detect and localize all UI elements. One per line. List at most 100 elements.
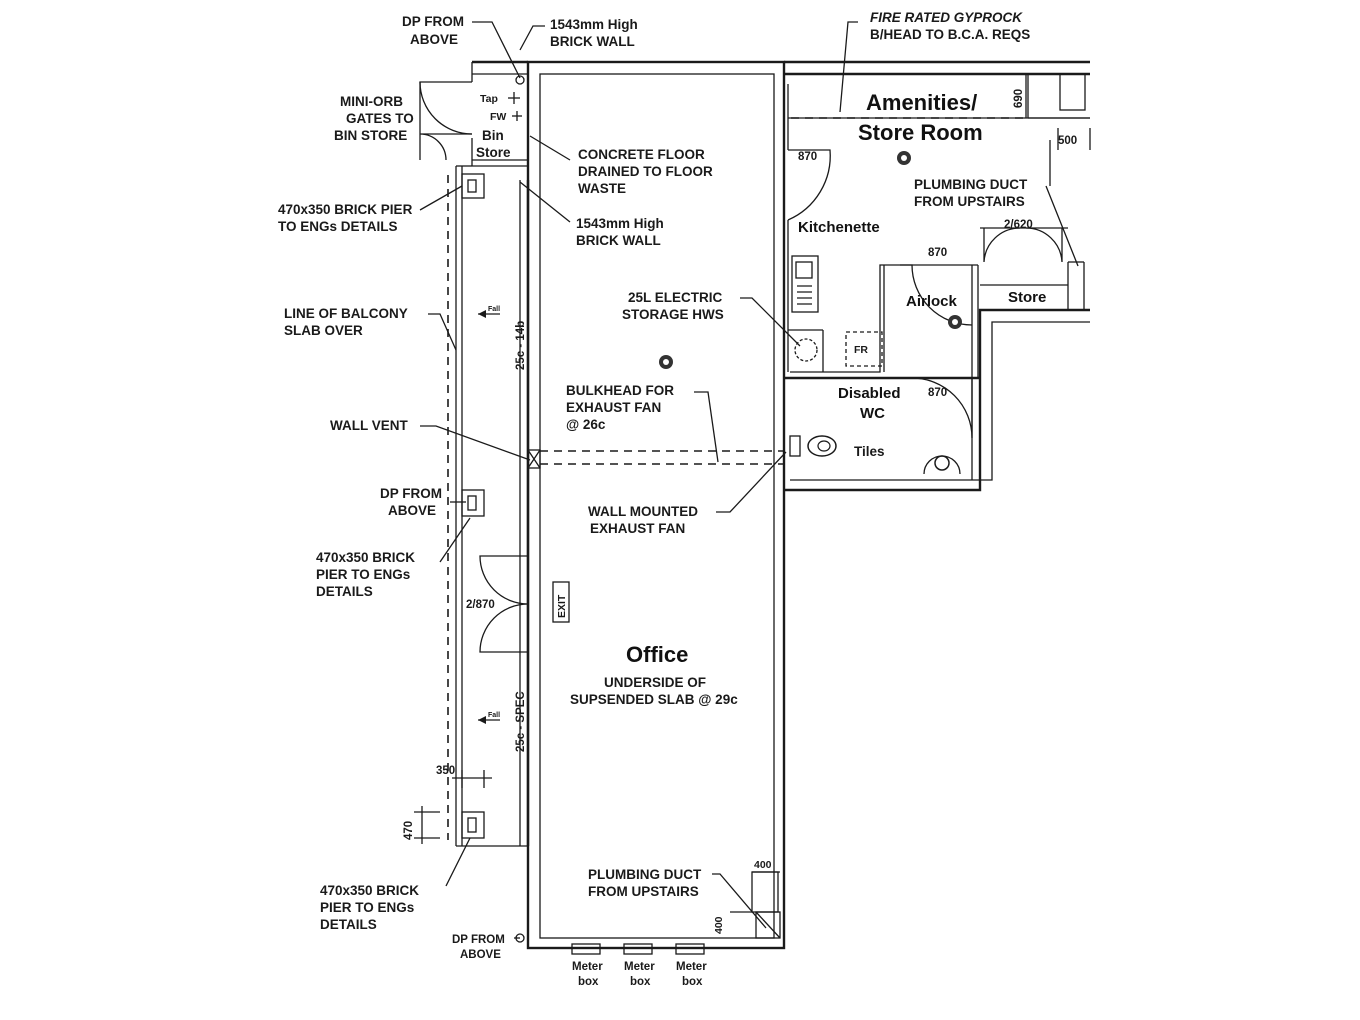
fr-label: FR — [854, 344, 868, 356]
dim-870-store: 870 — [798, 151, 817, 163]
fw-icon — [512, 111, 522, 121]
dim-870-airlock: 870 — [928, 247, 947, 259]
dim-2-620: 2/620 — [1004, 219, 1033, 231]
tap-icon — [508, 92, 520, 104]
brick-pier-mid — [461, 489, 485, 517]
note-dp-bottom-2: ABOVE — [460, 949, 501, 961]
dim-870-wc: 870 — [928, 387, 947, 399]
meter-box-labels: Meter box Meter box Meter box — [572, 961, 707, 988]
note-fire-rated-2: B/HEAD TO B.C.A. REQS — [870, 27, 1030, 42]
amenities-label: Amenities/ — [866, 90, 977, 115]
fw-label: FW — [490, 111, 506, 123]
note-wall-vent: WALL VENT — [330, 418, 409, 433]
bin-store-walls — [471, 60, 528, 167]
plumbing-duct-lower — [751, 871, 781, 939]
meter-box-3-line1: Meter — [676, 961, 707, 973]
note-concrete-3: WASTE — [578, 181, 626, 196]
note-hws-2: STORAGE HWS — [622, 307, 724, 322]
bin-store-label-2: Store — [476, 145, 511, 160]
airlock-label: Airlock — [906, 293, 958, 310]
note-mini-orb-3: BIN STORE — [334, 128, 407, 143]
dim-400-top: 400 — [754, 859, 772, 871]
door-2-870-office — [479, 555, 529, 653]
note-concrete-1: CONCRETE FLOOR — [578, 147, 705, 162]
note-dp-mid-2: ABOVE — [388, 503, 436, 518]
dim-690: 690 — [1013, 89, 1025, 108]
fall-arrow-upper — [478, 310, 500, 318]
door-870-wc — [911, 377, 973, 439]
mini-orb-gates — [419, 81, 473, 161]
note-exhaust-2: EXHAUST FAN — [590, 521, 685, 536]
note-pier2-2: PIER TO ENGs — [316, 567, 410, 582]
note-brick-wall-mid-2: BRICK WALL — [576, 233, 661, 248]
note-brick-wall-mid-1: 1543mm High — [576, 216, 664, 231]
note-pier3-1: 470x350 BRICK — [320, 883, 419, 898]
dim-500: 500 — [1058, 135, 1077, 147]
note-bulkhead-3: @ 26c — [566, 417, 606, 432]
note-plumbing-upper-1: PLUMBING DUCT — [914, 177, 1028, 192]
exit-sign — [552, 581, 570, 623]
tiles-label: Tiles — [854, 444, 885, 459]
store-label: Store — [1008, 289, 1046, 306]
note-underside-1: UNDERSIDE OF — [604, 675, 706, 690]
amenities-walls — [784, 60, 1090, 492]
door-870-amenities — [787, 149, 831, 221]
meter-box-row — [571, 943, 705, 955]
sink — [791, 255, 819, 313]
note-bulkhead-2: EXHAUST FAN — [566, 400, 661, 415]
note-pier2-1: 470x350 BRICK — [316, 550, 415, 565]
dimension-lines — [414, 74, 1091, 913]
door-2-620-store — [983, 227, 1063, 263]
meter-box-2-line1: Meter — [624, 961, 655, 973]
note-pier1-2: TO ENGs DETAILS — [278, 219, 398, 234]
brick-pier-bottom — [461, 811, 485, 839]
meter-box-2-line2: box — [630, 976, 651, 988]
disabled-wc-label-2: WC — [860, 405, 885, 422]
note-mini-orb-1: MINI-ORB — [340, 94, 403, 109]
brick-pier-top — [461, 173, 485, 199]
basin-icon — [923, 455, 961, 475]
wall-vent-icon — [527, 449, 541, 469]
note-plumbing-lower-2: FROM UPSTAIRS — [588, 884, 699, 899]
meter-box-3-line2: box — [682, 976, 703, 988]
note-mini-orb-2: GATES TO — [346, 111, 414, 126]
room-labels: Amenities/ Store Room Kitchenette Airloc… — [476, 90, 1046, 667]
kitchenette-label: Kitchenette — [798, 219, 880, 236]
fall-arrow-lower — [478, 716, 500, 724]
note-dp-mid-1: DP FROM — [380, 486, 442, 501]
note-bulkhead-1: BULKHEAD FOR — [566, 383, 674, 398]
floor-waste-icon — [659, 151, 962, 369]
dim-470: 470 — [403, 821, 415, 840]
bin-store-label-1: Bin — [482, 128, 504, 143]
note-brick-wall-top-2: BRICK WALL — [550, 34, 635, 49]
note-brick-wall-top-1: 1543mm High — [550, 17, 638, 32]
fall-label-lower: Fall — [488, 712, 500, 719]
note-pier3-3: DETAILS — [320, 917, 377, 932]
toilet-icon — [789, 435, 837, 457]
meter-box-1-line2: box — [578, 976, 599, 988]
disabled-wc-label-1: Disabled — [838, 385, 901, 402]
note-dp-bottom-1: DP FROM — [452, 934, 505, 946]
note-dp-top-2: ABOVE — [410, 32, 458, 47]
note-underside-2: SUPSENDED SLAB @ 29c — [570, 692, 738, 707]
note-fire-rated-1: FIRE RATED GYPROCK — [870, 10, 1023, 25]
note-plumbing-lower-1: PLUMBING DUCT — [588, 867, 702, 882]
note-concrete-2: DRAINED TO FLOOR — [578, 164, 713, 179]
dim-400-side: 400 — [713, 916, 725, 934]
annotation-leaders — [419, 21, 1079, 939]
fixture-labels: Tap FW FR EXIT Fall Fall — [480, 93, 868, 719]
annotation-notes: DP FROM ABOVE 1543mm High BRICK WALL FIR… — [278, 10, 1030, 961]
note-pier3-2: PIER TO ENGs — [320, 900, 414, 915]
office-label: Office — [626, 642, 688, 667]
level-lower: 25c - SPEC — [515, 691, 527, 752]
dim-2-870: 2/870 — [466, 599, 495, 611]
level-upper: 25c - 14b — [515, 321, 527, 370]
note-pier2-3: DETAILS — [316, 584, 373, 599]
exit-label: EXIT — [556, 594, 568, 618]
meter-box-1-line1: Meter — [572, 961, 603, 973]
note-balcony-1: LINE OF BALCONY — [284, 306, 408, 321]
note-exhaust-1: WALL MOUNTED — [588, 504, 698, 519]
dim-350: 350 — [436, 765, 455, 777]
store-room-label: Store Room — [858, 120, 983, 145]
